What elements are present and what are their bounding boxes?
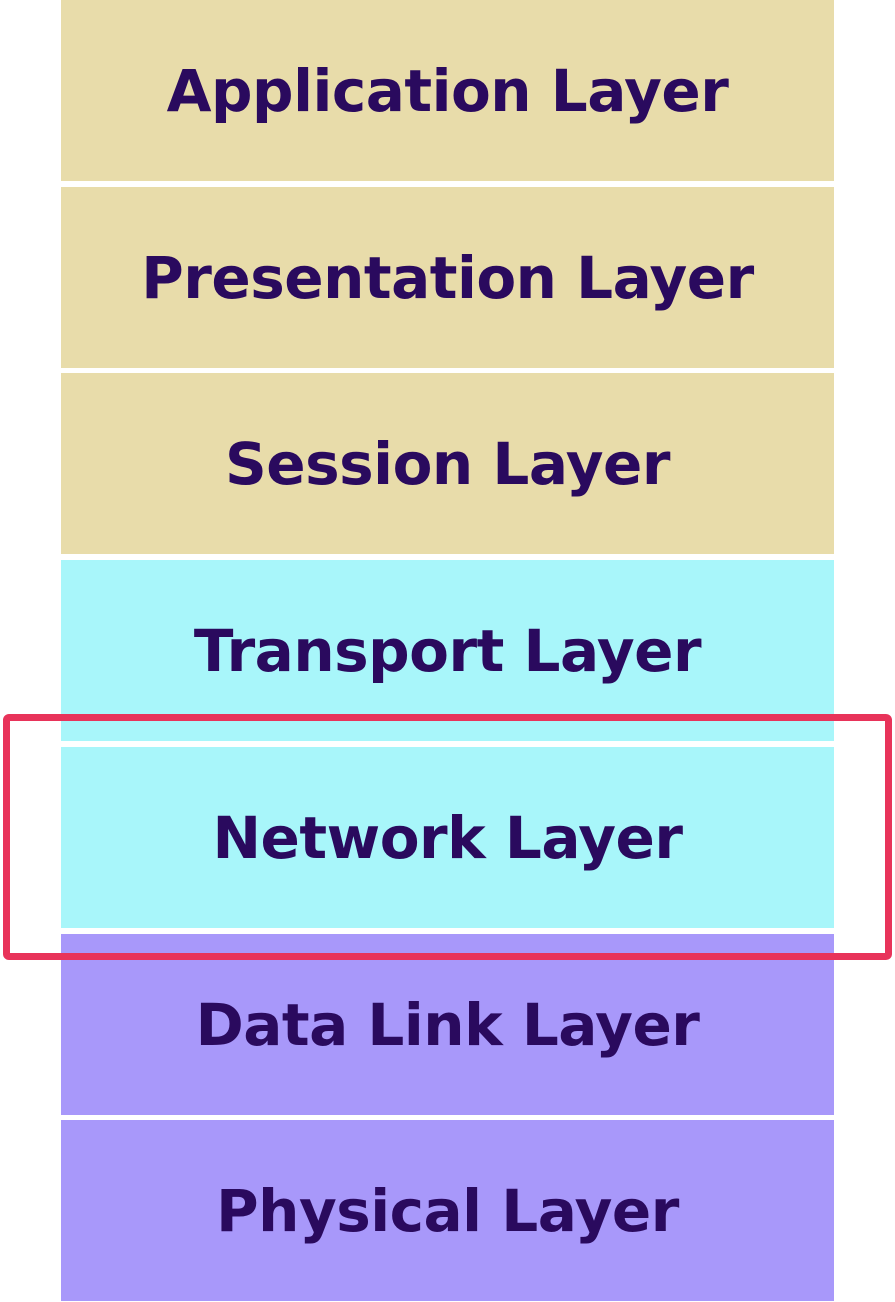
layer-session: Session Layer bbox=[61, 373, 834, 554]
layer-label: Presentation Layer bbox=[141, 243, 754, 312]
layer-network: Network Layer bbox=[61, 747, 834, 928]
layer-transport: Transport Layer bbox=[61, 560, 834, 741]
layer-label: Physical Layer bbox=[216, 1176, 679, 1245]
layer-application: Application Layer bbox=[61, 0, 834, 181]
layer-physical: Physical Layer bbox=[61, 1120, 834, 1301]
layer-label: Transport Layer bbox=[193, 616, 702, 685]
layer-label: Data Link Layer bbox=[195, 990, 700, 1059]
layer-label: Application Layer bbox=[166, 56, 729, 125]
layer-data-link: Data Link Layer bbox=[61, 934, 834, 1115]
layer-presentation: Presentation Layer bbox=[61, 187, 834, 368]
layer-label: Network Layer bbox=[212, 803, 683, 872]
layer-label: Session Layer bbox=[225, 429, 670, 498]
